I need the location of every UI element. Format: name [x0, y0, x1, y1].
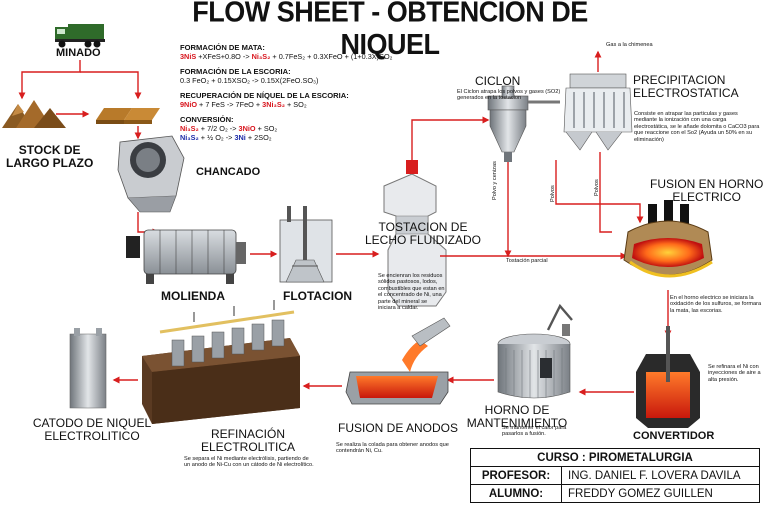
eq-conv2-c: 3Ni [234, 133, 245, 142]
stage-label-minado: MINADO [56, 47, 101, 59]
note-fusion-anodos: Se realiza la colada para obtener anodos… [336, 442, 452, 455]
note-ciclon: El Ciclon atrapa los polvos y gases (SO2… [457, 89, 569, 102]
note-fusion-horno: En el horno electrico se iniciara la oxi… [670, 295, 766, 314]
electric-arc-furnace-icon [624, 200, 712, 276]
eq-conv2-d: + 2SO₂ [246, 133, 272, 142]
minado-split-arrows [22, 60, 138, 98]
eq-conv2-a: Ni₃S₂ [180, 133, 199, 142]
note-gas-chimenea: Gas a la chimenea [606, 42, 653, 48]
credits-curso: CURSO : PIROMETALURGIA [471, 449, 760, 467]
stage-label-refinacion: REFINACIÓN ELECTROLITICA [192, 428, 304, 454]
nickel-cathode-icon [70, 328, 106, 408]
note-precipitacion: Consiste en atrapar las particulas y gas… [634, 111, 762, 143]
eq-mata-b: +XFeS [196, 52, 221, 61]
eq-conv1-a: Ni₃S₂ [180, 124, 199, 133]
crusher-to-mill-arrow [138, 212, 158, 232]
eq-conversion-line-1: Ni₃S₂ + 7/2 O₂ -> 3NiO + SO₂ [180, 124, 440, 133]
note-convertidor: Se refinara el Ni con inyecciones de air… [708, 364, 766, 383]
stage-label-flotacion: FLOTACION [283, 290, 352, 303]
note-horno-mantenimiento: Se mantener el calor para pasarlos a fus… [502, 425, 586, 438]
eq-recuperacion-line: 9NiO + 7 FeS -> 7FeO + 3Ni₃S₂ + SO₂ [180, 100, 440, 109]
eq-mata-f: + 0.7FeS₂ + 0.3XFeO + (1+0.3X)SO₂ [270, 52, 392, 61]
stage-label-molienda: MOLIENDA [161, 290, 225, 303]
stage-label-convertidor: CONVERTIDOR [633, 430, 714, 442]
equations-block: FORMACIÓN DE MATA: 3NiS +XFeS+0.8O -> Ni… [180, 43, 440, 142]
note-polvos-right: Polvos [594, 179, 600, 196]
eq-conv1-d: + SO₂ [256, 124, 278, 133]
electrostatic-precipitator-icon [564, 74, 632, 150]
eq-rec-a: 9NiO [180, 100, 197, 109]
anode-casting-icon [346, 318, 450, 404]
eq-escoria-line: 0.3 FeO₂ + 0.15XSO₂ -> 0.15X(2FeO.SO₃) [180, 76, 440, 85]
eq-mata-e: Ni₃S₂ [252, 52, 271, 61]
eq-rec-d: 3Ni₃S₂ [262, 100, 285, 109]
note-tostacion-parcial: Tostación parcial [506, 258, 548, 264]
eq-conv2-b: + ½ O₂ -> [199, 133, 235, 142]
dump-truck-icon [55, 24, 105, 48]
eq-escoria-title: FORMACIÓN DE LA ESCORIA: [180, 67, 440, 76]
eq-rec-b: + 7 FeS -> 7FeO [197, 100, 254, 109]
stage-label-precipitacion: PRECIPITACION ELECTROSTATICA [633, 74, 739, 100]
note-polvos-left: Polvos [550, 185, 556, 202]
roaster-outlet-marker [406, 160, 418, 174]
eq-mata-title: FORMACIÓN DE MATA: [180, 43, 440, 52]
eq-conv1-b: + 7/2 O₂ -> [199, 124, 239, 133]
eq-conv1-c: 3NiO [239, 124, 256, 133]
eq-mata-d: -> [241, 52, 252, 61]
eq-mata-a: 3NiS [180, 52, 196, 61]
stage-label-catodo: CATODO DE NIQUEL ELECTROLITICO [20, 417, 164, 443]
holding-furnace-icon [498, 306, 572, 398]
eq-mata-line: 3NiS +XFeS+0.8O -> Ni₃S₂ + 0.7FeS₂ + 0.3… [180, 52, 440, 61]
stage-label-fusion-horno: FUSION EN HORNO ELECTRICO [650, 178, 763, 204]
electrolytic-cells-icon [142, 300, 300, 424]
note-tostacion: Se encienran los residuos sólidos pastos… [378, 273, 446, 311]
note-polvo-y-cenizas: Polvo y cenizas [492, 161, 498, 200]
stage-label-ciclon: CICLON [475, 75, 520, 88]
flotation-cell-icon [280, 206, 332, 282]
ball-mill-icon [126, 230, 246, 284]
eq-conversion-title: CONVERSIÓN: [180, 115, 440, 124]
stage-label-tostacion: TOSTACION DE LECHO FLUIDIZADO [364, 221, 482, 247]
credits-alumno: FREDDY GOMEZ GUILLEN [562, 485, 760, 503]
credits-profesor-label: PROFESOR: [471, 467, 562, 485]
converter-vessel-icon [636, 326, 700, 428]
eq-rec-e: + SO₂ [285, 100, 307, 109]
eq-rec-c: + [254, 100, 262, 109]
eq-recuperacion-title: RECUPERACIÓN DE NÍQUEL DE LA ESCORIA: [180, 91, 440, 100]
stage-label-stock: STOCK DE LARGO PLAZO [6, 144, 93, 170]
credits-table: CURSO : PIROMETALURGIA PROFESOR: ING. DA… [470, 448, 760, 503]
eq-conversion-line-2: Ni₃S₂ + ½ O₂ -> 3Ni + 2SO₂ [180, 133, 440, 142]
jaw-crusher-icon [118, 136, 184, 212]
note-refinacion: Se separa el Ni mediante electrólisis, p… [184, 456, 314, 469]
credits-profesor: ING. DANIEL F. LOVERA DAVILA [562, 467, 760, 485]
stage-label-chancado: CHANCADO [196, 166, 260, 178]
ore-bars-icon [96, 108, 160, 124]
eq-mata-c: +0.8O [221, 52, 241, 61]
stage-label-fusion-anodos: FUSION DE ANODOS [338, 422, 458, 435]
credits-alumno-label: ALUMNO: [471, 485, 562, 503]
